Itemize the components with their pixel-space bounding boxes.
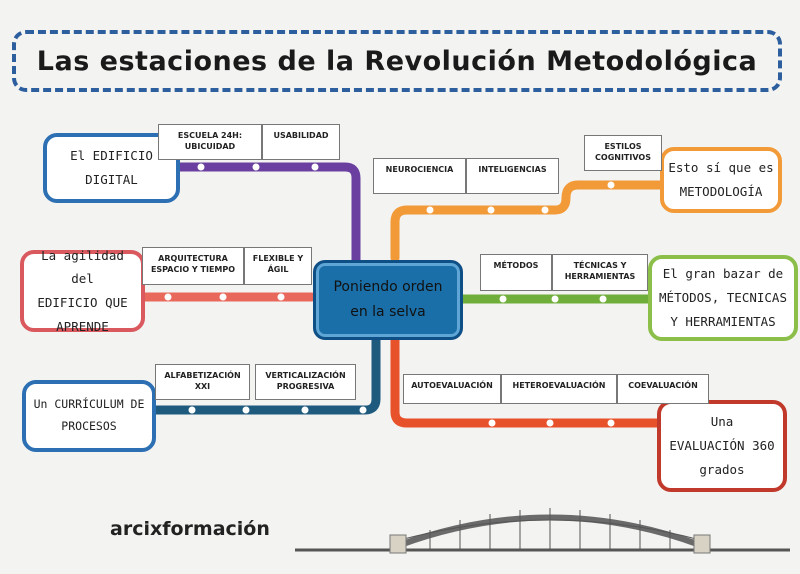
tag-alfabetizacion: ALFABETIZACIÓN XXI [155,364,250,400]
tag-neurociencia: NEUROCIENCIA [373,158,466,194]
tag-escuela: ESCUELA 24H: UBICUIDAD [158,124,262,160]
line-orangered [390,335,665,428]
line-purple [175,162,361,267]
tag-verticalizacion: VERTICALIZACIÓN PROGRESIVA [255,364,356,400]
station-bazar: El gran bazar de MÉTODOS, TECNICAS Y HER… [648,255,798,341]
tag-heteroevaluacion: HETEROEVALUACIÓN [501,374,617,404]
title-banner: Las estaciones de la Revolución Metodoló… [12,30,782,92]
line-orange [390,180,665,263]
center-hub: Poniendo orden en la selva [313,260,463,340]
station-curriculum: Un CURRÍCULUM DE PROCESOS [22,380,156,452]
brand-logo: arcixformación [110,518,270,540]
station-agilidad: La agilidad del EDIFICIO QUE APRENDE [20,248,145,334]
tag-flexible: FLEXIBLE Y ÁGIL [244,247,312,285]
page-title: Las estaciones de la Revolución Metodoló… [36,45,758,77]
station-evaluacion: Una EVALUACIÓN 360 grados [657,400,787,492]
tag-metodos: MÉTODOS [480,254,552,291]
tag-estilos: ESTILOS COGNITIVOS [584,135,662,171]
tag-usabilidad: USABILIDAD [262,124,340,160]
station-edificio-digital: El EDIFICIO DIGITAL [43,133,180,203]
bridge-illustration [295,508,790,554]
tag-inteligencias: INTELIGENCIAS [466,158,559,194]
station-metodologia: Esto sí que es METODOLOGÍA [660,147,782,213]
tag-tecnicas: TÉCNICAS Y HERRAMIENTAS [552,254,648,291]
tag-coevaluacion: COEVALUACIÓN [617,374,709,404]
tag-arquitectura: ARQUITECTURA ESPACIO Y TIEMPO [142,247,244,285]
tag-autoevaluacion: AUTOEVALUACIÓN [403,374,501,404]
stop-dots [164,163,615,427]
